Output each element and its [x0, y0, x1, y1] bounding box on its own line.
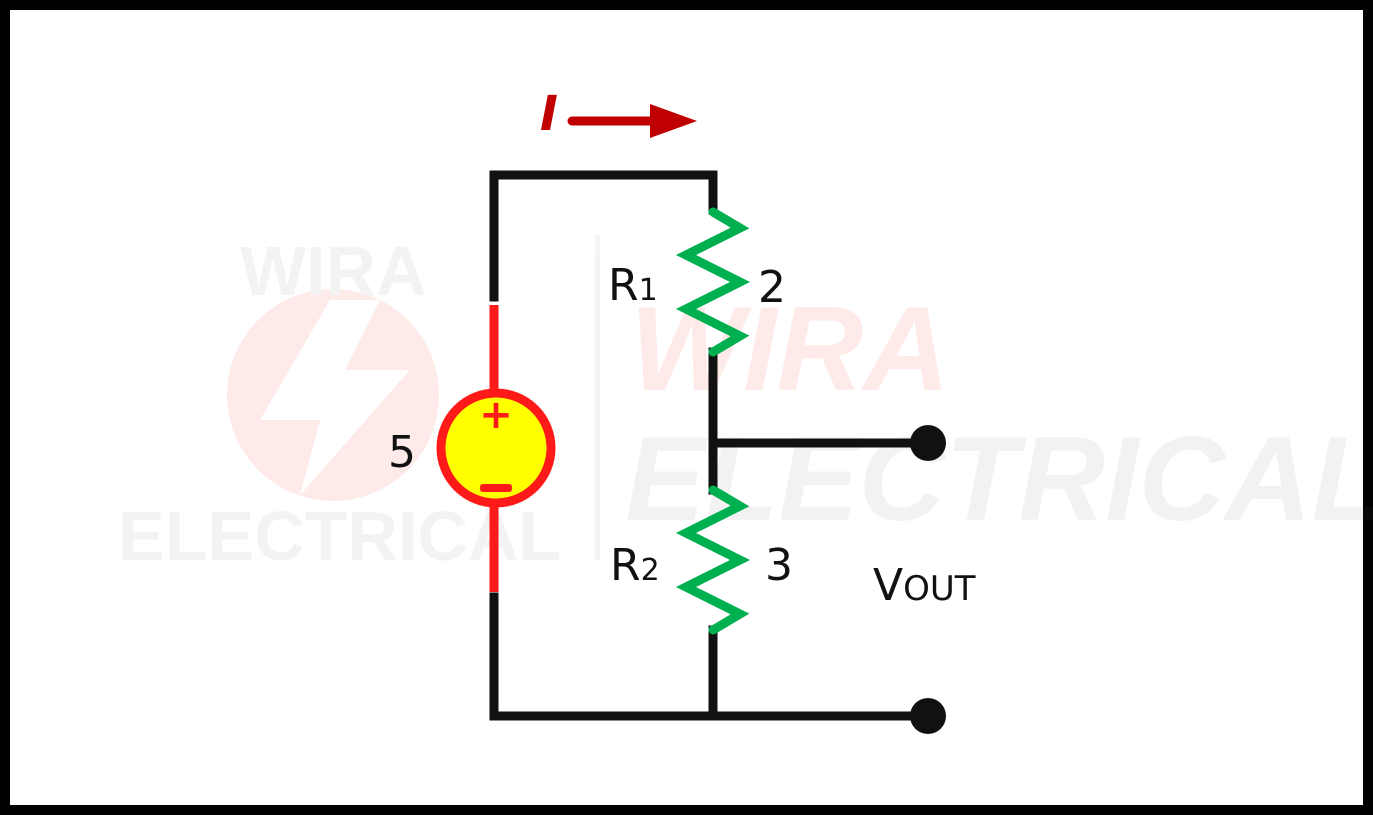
vout-label: VOUT — [873, 560, 976, 611]
source-value: 5 — [388, 427, 416, 478]
r2-value: 3 — [765, 540, 793, 591]
current-arrow-head — [650, 104, 697, 138]
vout-sub: OUT — [903, 569, 976, 609]
r2-subscript: 2 — [641, 553, 660, 588]
source-plus-sign: + — [479, 392, 513, 438]
wires — [489, 170, 933, 721]
wire-bottom-left — [489, 592, 933, 721]
svg-text:ELECTRICAL: ELECTRICAL — [118, 497, 561, 575]
svg-text:R1: R1 — [608, 260, 658, 311]
r1-subscript: 1 — [639, 273, 658, 308]
svg-text:ELECTRICAL: ELECTRICAL — [625, 412, 1373, 546]
wire-top — [489, 170, 718, 302]
output-terminal-top — [910, 425, 946, 461]
svg-text:R2: R2 — [610, 540, 660, 591]
resistor-r1: R1 2 — [608, 207, 786, 357]
current-indicator: I — [540, 86, 697, 142]
current-label: I — [540, 86, 558, 142]
svg-text:WIRA: WIRA — [240, 232, 427, 310]
r2-name: R — [610, 540, 641, 591]
r1-value: 2 — [758, 262, 786, 313]
svg-text:WIRA: WIRA — [630, 282, 950, 416]
watermark-logo: WIRA ELECTRICAL WIRA ELECTRICAL — [118, 232, 1373, 575]
vout-main: V — [873, 560, 903, 611]
voltage-source-body — [436, 388, 556, 508]
output-terminal-bottom — [910, 698, 946, 734]
resistor-r2: R2 3 — [610, 485, 793, 635]
r1-name: R — [608, 260, 639, 311]
resistor-r1-zigzag — [675, 207, 751, 357]
resistor-r2-zigzag — [675, 485, 751, 635]
source-minus-sign — [480, 484, 512, 492]
voltage-source: + 5 — [388, 388, 556, 508]
